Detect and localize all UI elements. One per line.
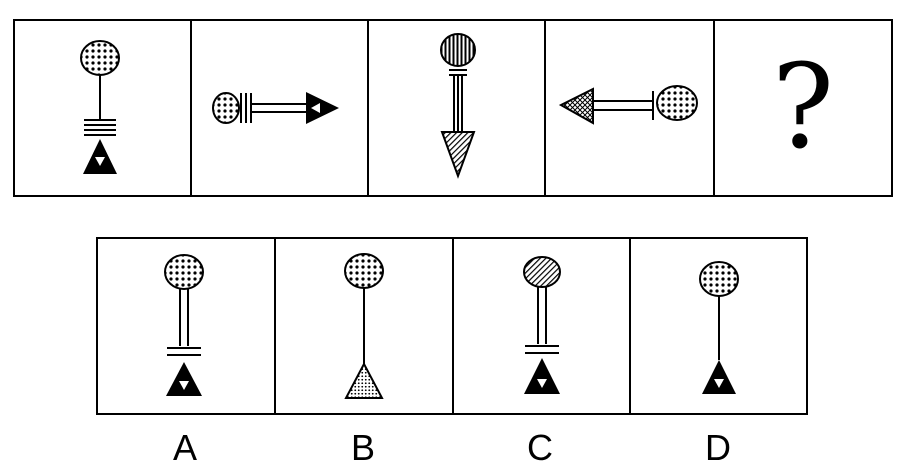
option-b-figure[interactable] (344, 253, 384, 399)
question-row (13, 19, 893, 197)
options-row (96, 237, 808, 415)
question-figure-1 (80, 40, 120, 174)
question-mark: ? (771, 40, 835, 175)
question-row-frame (13, 19, 893, 197)
question-figure-4 (558, 85, 698, 125)
option-a-figure[interactable] (164, 254, 204, 396)
question-figure-2 (212, 92, 339, 124)
option-a-label[interactable]: A (172, 427, 197, 468)
option-b-label[interactable]: B (350, 427, 375, 468)
option-d-label[interactable]: D (705, 427, 731, 468)
option-c-figure[interactable] (523, 256, 561, 394)
option-c-label[interactable]: C (527, 427, 553, 468)
option-d-figure[interactable] (699, 261, 739, 394)
question-figure-3 (440, 33, 476, 179)
